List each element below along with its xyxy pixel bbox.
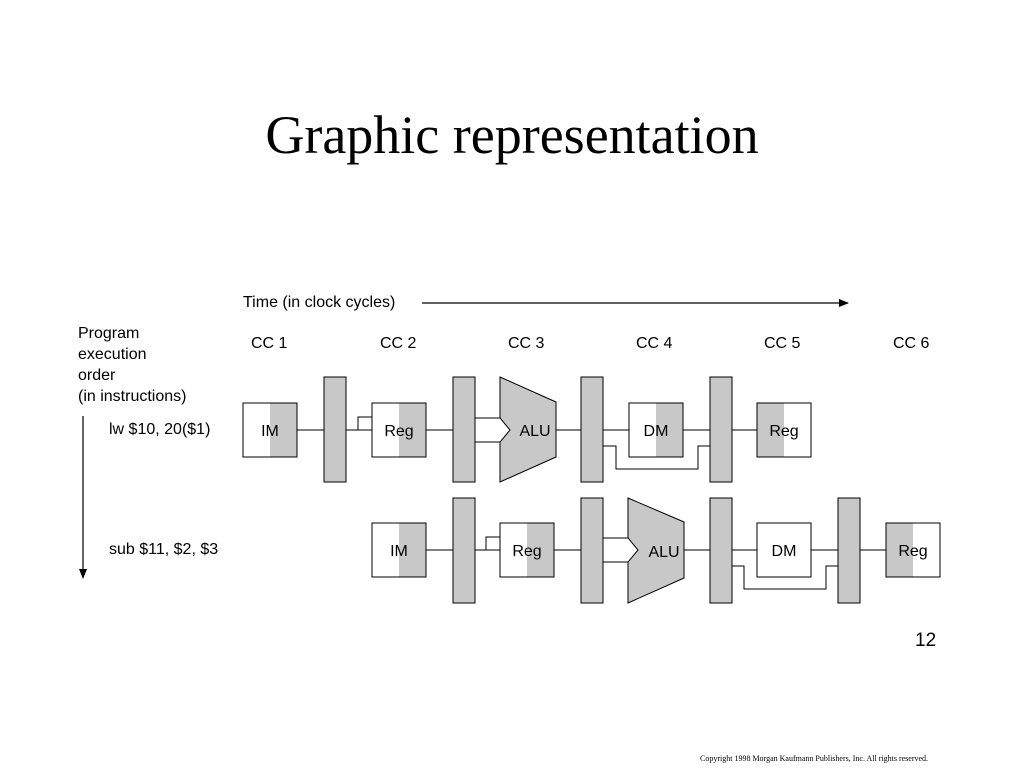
page-number: 12 xyxy=(915,630,937,651)
program-order-line-2: execution xyxy=(78,346,147,363)
instruction-label-lw: lw $10, 20($1) xyxy=(109,421,211,438)
program-order-label: Program execution order (in instructions… xyxy=(78,323,186,407)
alu-label-lw: ALU xyxy=(519,423,550,440)
copyright-notice: Copyright 1998 Morgan Kaufmann Publisher… xyxy=(700,754,929,763)
im-label-lw: IM xyxy=(261,423,279,440)
im-stage-lw: IM xyxy=(242,402,298,458)
dm-label-sub: DM xyxy=(772,543,797,560)
reg-read-stage-lw: Reg xyxy=(371,402,427,458)
reg-write-label-lw: Reg xyxy=(769,423,798,440)
reg-write-stage-sub: Reg xyxy=(885,522,941,578)
im-label-sub: IM xyxy=(390,543,408,560)
pipeline-row-lw: IM Reg ALU xyxy=(242,376,812,483)
program-order-line-1: Program xyxy=(78,325,140,342)
program-order-line-3: order xyxy=(78,367,116,384)
alu-stage-lw: ALU xyxy=(499,376,557,483)
pipeline-row-sub: IM Reg ALU xyxy=(371,497,941,604)
pipeline-register-lw-2 xyxy=(452,376,476,483)
dm-label-lw: DM xyxy=(644,423,669,440)
pipeline-register-sub-1 xyxy=(452,497,476,604)
pipeline-register-lw-4 xyxy=(709,376,733,483)
alu-label-sub: ALU xyxy=(648,544,679,561)
pipeline-register-lw-3 xyxy=(580,376,604,483)
im-stage-sub: IM xyxy=(371,522,427,578)
instruction-label-sub: sub $11, $2, $3 xyxy=(109,541,219,558)
dm-stage-lw: DM xyxy=(628,402,684,458)
pipeline-register-sub-4 xyxy=(837,497,861,604)
slide-title: Graphic representation xyxy=(265,105,759,165)
clock-cycle-label-1: CC 1 xyxy=(251,335,288,352)
time-axis-label: Time (in clock cycles) xyxy=(243,294,396,311)
alu-stage-sub: ALU xyxy=(627,497,685,604)
clock-cycle-label-5: CC 5 xyxy=(764,335,801,352)
pipeline-register-sub-2 xyxy=(580,497,604,604)
reg-read-stage-sub: Reg xyxy=(499,522,555,578)
clock-cycle-label-2: CC 2 xyxy=(380,335,417,352)
reg-write-label-sub: Reg xyxy=(898,543,927,560)
pipeline-register-lw-1 xyxy=(323,376,347,483)
dm-stage-sub: DM xyxy=(756,522,812,578)
pipeline-register-sub-3 xyxy=(709,497,733,604)
program-order-line-4: (in instructions) xyxy=(78,388,187,405)
clock-cycle-label-4: CC 4 xyxy=(636,335,673,352)
clock-cycle-label-3: CC 3 xyxy=(508,335,545,352)
reg-read-label-lw: Reg xyxy=(384,423,413,440)
reg-write-stage-lw: Reg xyxy=(756,402,812,458)
reg-read-label-sub: Reg xyxy=(512,543,541,560)
clock-cycle-label-6: CC 6 xyxy=(893,335,930,352)
